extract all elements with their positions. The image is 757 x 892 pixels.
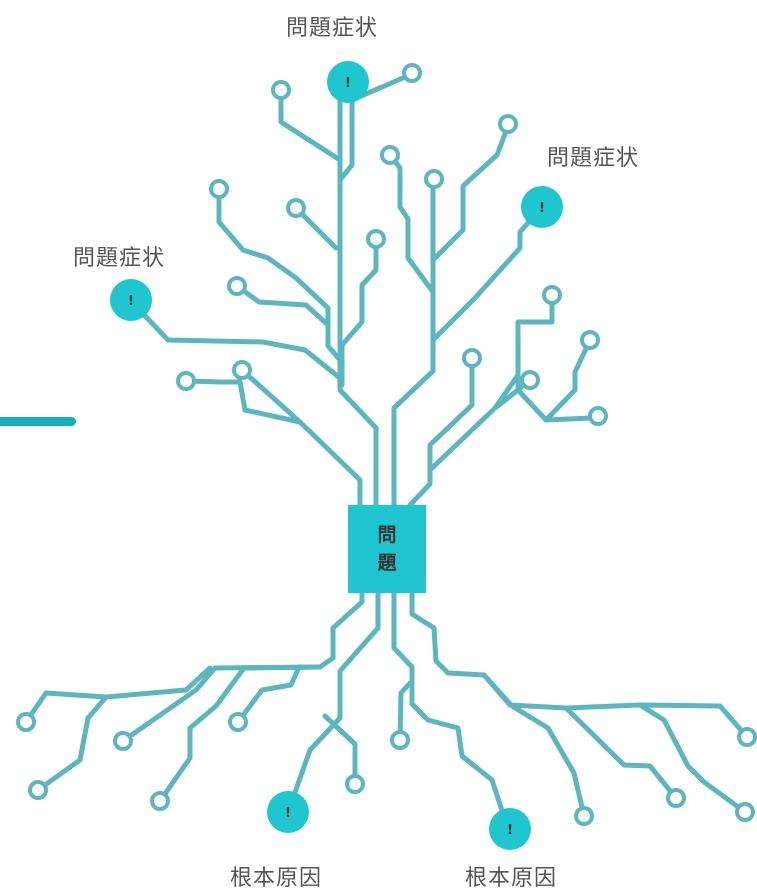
alert-icon: ! [539,201,545,216]
branch-end-node [150,791,170,811]
branch-end-node [574,806,594,826]
tree-branch-line [563,705,679,801]
root-cause-label-left: 根本原因 [230,866,323,891]
tree-branch-line [492,292,555,411]
core-problem-char-2: 題 [377,552,397,574]
tree-branch-line [407,355,475,508]
branch-end-node [498,114,518,134]
alert-icon: ! [345,76,351,91]
tree-branch-line [391,590,511,832]
branch-end-node [271,80,291,100]
core-problem-char-1: 問 [377,524,397,546]
tree-branch-line [322,713,358,787]
tree-branch-line [120,590,365,744]
alert-icon: ! [507,823,513,838]
tree-branch-line [235,664,302,725]
branch-end-node [366,229,386,249]
tree-branch-line [239,367,363,508]
symptom-marker-left [110,279,152,321]
tree-branch-line [285,590,381,815]
branch-end-node [390,730,410,750]
branch-end-node [176,371,196,391]
root-cause-marker-left [267,791,309,833]
tree-branch-line [481,672,750,740]
branch-end-node [227,276,247,296]
tree-branch-line [339,237,379,388]
tree-branch-line [409,590,587,819]
tree-branch-line [637,702,748,815]
branch-end-node [232,360,252,380]
tree-branch-line [157,664,323,804]
symptom-marker-right [521,186,563,228]
tree-branch-line [35,694,109,793]
branch-end-node [380,145,400,165]
symptom-label-top: 問題症状 [286,16,379,41]
symptom-marker-top [327,61,369,103]
branch-end-node [735,802,755,822]
branch-end-node [28,780,48,800]
branch-end-node [666,788,686,808]
symptom-label-right: 問題症状 [547,146,640,171]
tree-branch-line [543,337,593,423]
tree-branch-line [397,680,413,743]
tree-branch-line [216,187,343,363]
branch-end-node [402,63,422,83]
tree-branch-line [391,179,436,508]
alert-icon: ! [285,806,291,821]
branch-end-node [424,169,444,189]
tree-branch-line [430,123,511,263]
branch-end-node [286,198,306,218]
tree-branch-line [427,377,533,473]
branch-end-node [113,731,133,751]
tree-branch-line [130,300,343,381]
branch-end-node [228,712,248,732]
core-problem-box: 問 題 [348,505,426,593]
alert-icon: ! [128,294,134,309]
branch-end-node [345,774,365,794]
tree-branch-line [234,283,331,328]
branch-end-node [580,330,600,350]
symptom-label-left: 問題症状 [73,246,166,271]
tree-branch-line [337,71,415,183]
branch-end-node [209,179,229,199]
branch-end-node [588,406,608,426]
branch-end-node [462,348,482,368]
tree-branch-line [278,89,379,508]
root-cause-marker-right [489,808,531,850]
branch-end-node [520,370,540,390]
branch-end-node [542,285,562,305]
tree-branch-line [183,378,303,425]
tree-branch-line [387,152,436,295]
tree-branch-line [430,204,545,343]
left-accent-bar [0,417,76,426]
root-cause-label-right: 根本原因 [465,866,558,891]
branch-end-node [16,712,36,732]
branch-end-node [737,727,757,747]
tree-branch-line [23,665,213,725]
